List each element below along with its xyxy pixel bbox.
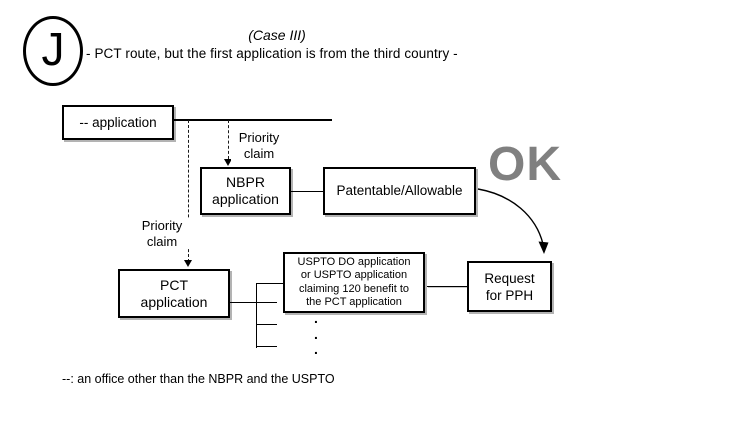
node-request-for-pph: Request for PPH xyxy=(467,261,552,312)
route-j-badge: J xyxy=(23,16,83,86)
diagram-subtitle: - PCT route, but the first application i… xyxy=(86,46,458,61)
priority-claim-dashed-line-nbpr xyxy=(228,120,229,159)
curved-arrow-icon xyxy=(477,188,549,254)
node-pct-application: PCT application xyxy=(118,269,230,318)
ok-status-label: OK xyxy=(488,138,562,191)
node-uspto-application: USPTO DO application or USPTO applicatio… xyxy=(283,252,425,313)
priority-claim-dashed-line-pct xyxy=(188,120,189,262)
node-nbpr-application: NBPR application xyxy=(200,167,291,215)
node-first-application: -- application xyxy=(62,105,174,140)
connector-pct-fork xyxy=(230,302,277,304)
connector-uspto-request xyxy=(427,286,467,288)
priority-claim-label-pct: Priority claim xyxy=(134,218,190,249)
fork-branch-stub xyxy=(256,346,277,348)
arrowhead-down-icon xyxy=(184,260,192,267)
fork-vertical-line xyxy=(256,283,258,348)
legend-footnote: --: an office other than the NBPR and th… xyxy=(62,372,335,386)
route-j-letter: J xyxy=(41,23,65,75)
case-title: (Case III) xyxy=(248,27,306,43)
connector-application-trunk xyxy=(174,119,332,121)
node-patentable-allowable: Patentable/Allowable xyxy=(323,167,476,215)
fork-branch-uspto xyxy=(256,283,284,285)
arrowhead-down-icon xyxy=(224,159,232,166)
fork-branch-stub xyxy=(256,324,277,326)
vertical-ellipsis: . . . xyxy=(314,310,318,357)
priority-claim-label-nbpr: Priority claim xyxy=(231,130,287,161)
connector-nbpr-patentable xyxy=(291,191,323,193)
